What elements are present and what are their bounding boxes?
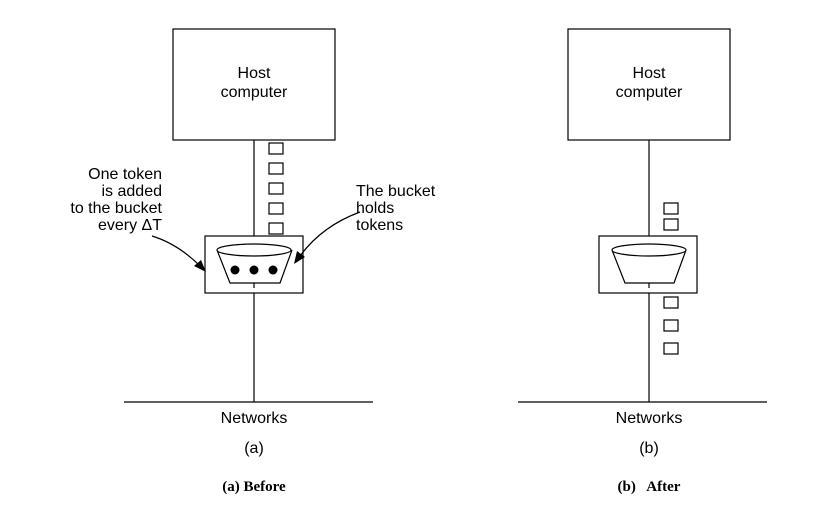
- host-computer-box: [567, 28, 731, 141]
- host-label-line1: Host: [238, 65, 271, 82]
- note-left-line4: every ΔT: [98, 217, 162, 234]
- packet: [663, 319, 679, 332]
- token: [249, 265, 259, 275]
- packet: [663, 218, 679, 231]
- packet: [663, 202, 679, 215]
- network-label: Networks: [616, 410, 683, 427]
- token: [230, 265, 240, 275]
- packet: [268, 222, 284, 235]
- packet: [663, 296, 679, 309]
- packet: [663, 342, 679, 355]
- arrow-to-bucket-right: [294, 211, 361, 264]
- packet: [268, 182, 284, 195]
- note-right-line3: tokens: [356, 217, 403, 234]
- packet: [268, 202, 284, 215]
- token: [268, 265, 278, 275]
- panel-caption: (b) After: [618, 479, 681, 495]
- packet: [268, 142, 284, 155]
- bucket-icon: [216, 243, 293, 288]
- packet-queue-above: [268, 142, 284, 235]
- host-label-line2: computer: [221, 84, 288, 101]
- host-computer-box: [172, 28, 336, 141]
- note-left-line1: One token: [88, 166, 162, 183]
- packet: [268, 162, 284, 175]
- panel-letter: (a): [244, 440, 264, 457]
- packet-queue-above: [663, 202, 679, 231]
- host-label-line2: computer: [616, 84, 683, 101]
- bucket-icon: [611, 243, 687, 288]
- note-left-line2: is added: [102, 183, 163, 200]
- panel-after: Host computer Networks (b) (b) After: [518, 28, 767, 495]
- note-right-line2: holds: [356, 200, 394, 217]
- packet-queue-below: [663, 296, 679, 355]
- network-label: Networks: [221, 410, 288, 427]
- host-label-line1: Host: [633, 65, 666, 82]
- panel-before: Host computer Networks (a) (a) Before On…: [70, 28, 436, 495]
- panel-caption: (a) Before: [222, 479, 286, 495]
- note-left-line3: to the bucket: [70, 200, 162, 217]
- note-right-line1: The bucket: [356, 183, 436, 200]
- panel-letter: (b): [639, 440, 659, 457]
- arrow-to-bucket-left: [151, 235, 206, 272]
